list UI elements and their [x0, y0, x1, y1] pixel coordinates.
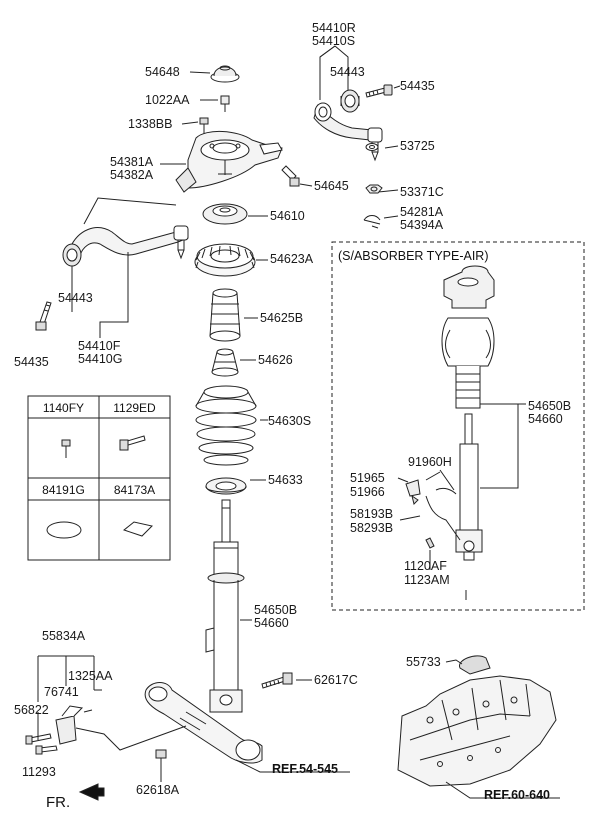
bushing-54443-top-icon: [340, 89, 360, 113]
strut-assembly-icon: [205, 499, 245, 713]
table-header-1129ED[interactable]: 1129ED: [113, 401, 156, 415]
label-56822[interactable]: 56822: [14, 703, 49, 717]
bushing-54443-left-icon: [62, 243, 82, 267]
table-header-84173A[interactable]: 84173A: [113, 483, 156, 497]
label-54626[interactable]: 54626: [258, 353, 293, 367]
label-53725[interactable]: 53725: [400, 139, 435, 153]
label-1022AA[interactable]: 1022AA: [145, 93, 190, 107]
plug-84191G-icon: [46, 521, 82, 539]
label-54443-top[interactable]: 54443: [330, 65, 365, 79]
upper-arm-right-icon: [313, 102, 383, 162]
bolt-1129ED-icon: [119, 435, 146, 451]
lower-fork-icon: [144, 682, 263, 764]
top-mount-icon: [175, 131, 283, 193]
label-54660-air[interactable]: 54660: [528, 412, 563, 426]
label-54633[interactable]: 54633: [268, 473, 303, 487]
front-arrow-icon: [78, 783, 105, 801]
label-51965[interactable]: 51965: [350, 471, 385, 485]
spring-seat-54633-icon: [205, 477, 247, 495]
label-11293[interactable]: 11293: [22, 765, 56, 779]
bolt-62618A-icon: [155, 749, 167, 772]
bolt-1120AF-icon: [425, 537, 435, 549]
body-structure-icon: [397, 655, 557, 787]
label-62617C[interactable]: 62617C: [314, 673, 358, 687]
ref-body-link[interactable]: REF.60-640: [484, 788, 551, 802]
label-54630S[interactable]: 54630S: [268, 414, 312, 428]
dust-cap-54648-icon: [210, 65, 240, 83]
nut-1022AA-icon: [220, 95, 230, 112]
bump-stopper-54625B-icon: [209, 288, 241, 342]
cotter-pin-54281A-icon: [363, 215, 381, 229]
upper-arm-left-icon: [69, 225, 189, 260]
bolt-1140FY-icon: [61, 439, 71, 458]
label-1120AF[interactable]: 1120AF: [404, 559, 447, 573]
label-54610[interactable]: 54610: [270, 209, 305, 223]
bolt-54645-icon: [281, 165, 300, 187]
label-62618A[interactable]: 62618A: [136, 783, 180, 797]
table-header-1140FY[interactable]: 1140FY: [42, 401, 85, 415]
label-54443-left[interactable]: 54443: [58, 291, 93, 305]
label-51966[interactable]: 51966: [350, 485, 385, 499]
nut-53371C-icon: [365, 184, 383, 194]
front-marker-label: FR.: [46, 794, 71, 811]
label-54623A[interactable]: 54623A: [270, 252, 314, 266]
label-91960H[interactable]: 91960H: [408, 455, 452, 469]
label-55834A[interactable]: 55834A: [42, 629, 86, 643]
plug-84173A-icon: [122, 521, 153, 537]
label-54435-top[interactable]: 54435: [400, 79, 435, 93]
label-54382A[interactable]: 54382A: [110, 168, 154, 182]
ref-strut-link[interactable]: REF.54-545: [272, 762, 339, 776]
label-54435-left[interactable]: 54435: [14, 355, 49, 369]
label-54410G[interactable]: 54410G: [78, 352, 123, 366]
bolt-56822-icon: [25, 733, 52, 745]
label-54410R[interactable]: 54410R: [312, 21, 356, 35]
bolt-54435-left-icon: [35, 301, 52, 331]
label-1325AA[interactable]: 1325AA: [68, 669, 113, 683]
boot-54630S-icon: [195, 385, 257, 466]
air-shock-body-icon: [455, 413, 483, 600]
label-54648[interactable]: 54648: [145, 65, 180, 79]
label-54381A[interactable]: 54381A: [110, 155, 154, 169]
bolt-11293-icon: [35, 745, 58, 755]
label-54410F[interactable]: 54410F: [78, 339, 121, 353]
label-54394A[interactable]: 54394A: [400, 218, 444, 232]
label-55733[interactable]: 55733: [406, 655, 441, 669]
label-1123AM[interactable]: 1123AM: [404, 573, 450, 587]
table-header-84191G[interactable]: 84191G: [42, 483, 85, 497]
spring-pad-54623A-icon: [194, 243, 256, 277]
label-58293B[interactable]: 58293B: [350, 521, 394, 535]
label-54645[interactable]: 54645: [314, 179, 349, 193]
label-54660[interactable]: 54660: [254, 616, 289, 630]
air-spring-icon: [441, 265, 495, 409]
label-54650B[interactable]: 54650B: [254, 603, 298, 617]
spring-seat-54610-icon: [202, 203, 248, 225]
air-shock-box-title: (S/ABSORBER TYPE-AIR): [338, 249, 489, 263]
label-54650B-air[interactable]: 54650B: [528, 399, 572, 413]
label-58193B[interactable]: 58193B: [350, 507, 394, 521]
label-53371C[interactable]: 53371C: [400, 185, 444, 199]
bracket-51965-icon: [405, 479, 421, 497]
harness-icon: [411, 487, 461, 541]
label-54281A[interactable]: 54281A: [400, 205, 444, 219]
label-54410S[interactable]: 54410S: [312, 34, 356, 48]
bolt-1338BB-icon: [199, 117, 209, 134]
bracket-76741-icon: [55, 705, 93, 745]
bolt-54435-top-icon: [365, 84, 393, 98]
label-54625B[interactable]: 54625B: [260, 311, 304, 325]
bolt-62617C-icon: [261, 672, 293, 689]
label-76741[interactable]: 76741: [44, 685, 79, 699]
nut-53725-icon: [365, 143, 379, 151]
label-1338BB[interactable]: 1338BB: [128, 117, 173, 131]
dust-cover-54626-icon: [211, 348, 239, 377]
